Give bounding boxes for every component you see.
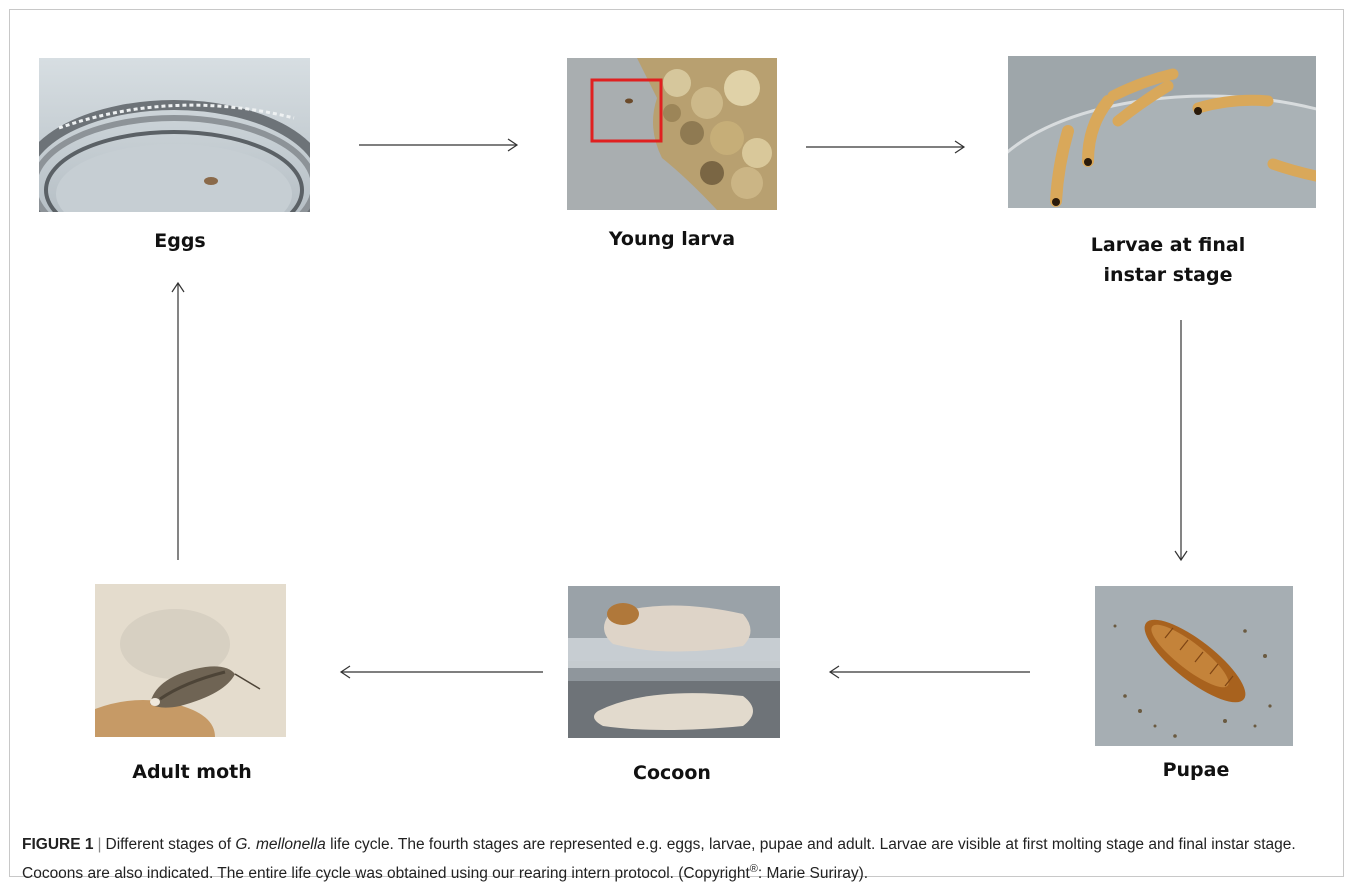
pupae-photo [1095, 586, 1293, 746]
arrow-cocoon-to-adult-moth [339, 665, 543, 679]
figure-label: FIGURE 1 [22, 836, 94, 853]
young-larva-photo [567, 58, 777, 210]
arrow-young-larva-to-larvae-final [806, 140, 966, 154]
caption-text-end: : Marie Suriray). [757, 865, 869, 883]
larvae-final-label-line2: instar stage [1103, 264, 1233, 286]
young-larva-label: Young larva [608, 228, 736, 250]
caption-text-body: life cycle. The fourth stages are repres… [22, 836, 1296, 883]
larvae-final-photo [1008, 56, 1316, 208]
arrow-larvae-final-to-pupae [1174, 320, 1188, 562]
caption-separator: | [97, 836, 102, 853]
adult-moth-label: Adult moth [132, 761, 252, 783]
highlight-box [590, 78, 663, 143]
eggs-photo [39, 58, 310, 212]
pupae-label: Pupae [1162, 759, 1230, 781]
species-name: G. mellonella [235, 836, 326, 853]
figure-frame [9, 9, 1344, 877]
cocoon-photo [568, 586, 780, 738]
arrow-eggs-to-young-larva [359, 138, 519, 152]
arrow-adult-moth-to-eggs [171, 281, 185, 560]
adult-moth-photo [95, 584, 286, 737]
figure-caption: FIGURE 1|Different stages of G. mellonel… [22, 832, 1334, 886]
eggs-label: Eggs [154, 230, 206, 252]
caption-text-start: Different stages of [105, 836, 232, 853]
larvae-final-label-line1: Larvae at final [1090, 234, 1246, 256]
larvae-final-label: Larvae at final instar stage [1068, 230, 1268, 290]
copyright-symbol: ® [749, 863, 758, 875]
cocoon-label: Cocoon [633, 762, 711, 784]
arrow-pupae-to-cocoon [828, 665, 1030, 679]
